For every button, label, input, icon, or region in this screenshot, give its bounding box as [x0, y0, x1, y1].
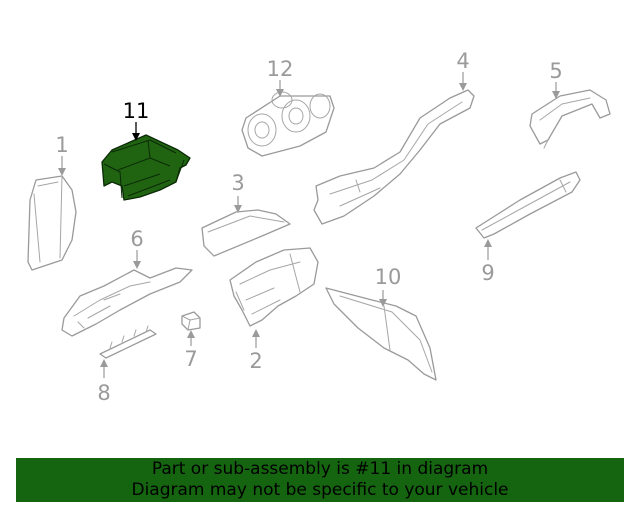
callout-5[interactable]: 5: [549, 59, 562, 83]
callout-3[interactable]: 3: [231, 171, 244, 195]
part-8[interactable]: [99, 325, 157, 359]
callout-6[interactable]: 6: [130, 227, 143, 251]
callout-11[interactable]: 11: [123, 99, 150, 123]
banner-line-2: Diagram may not be specific to your vehi…: [131, 480, 509, 500]
part-5[interactable]: [529, 89, 611, 149]
leader-1: [58, 156, 66, 176]
part-6[interactable]: [61, 267, 193, 337]
part-11[interactable]: [101, 134, 191, 201]
leader-6: [133, 250, 141, 269]
callout-10[interactable]: 10: [375, 265, 402, 289]
callout-2[interactable]: 2: [249, 349, 262, 373]
part-2[interactable]: [229, 247, 319, 327]
leader-10: [379, 290, 387, 307]
leader-12: [276, 80, 284, 97]
part-9[interactable]: [475, 171, 581, 239]
leader-4: [459, 72, 467, 91]
part-3[interactable]: [201, 209, 291, 257]
callout-7[interactable]: 7: [184, 347, 197, 371]
part-4[interactable]: [313, 89, 475, 225]
callout-1[interactable]: 1: [55, 133, 68, 157]
leader-11: [132, 122, 140, 141]
leader-7: [187, 330, 195, 346]
info-banner: Part or sub-assembly is #11 in diagram D…: [16, 458, 624, 502]
callout-4[interactable]: 4: [456, 49, 469, 73]
part-1[interactable]: [27, 175, 77, 271]
banner-line-1: Part or sub-assembly is #11 in diagram: [151, 459, 489, 479]
leader-5: [552, 82, 560, 99]
part-7[interactable]: [181, 311, 201, 331]
leader-9: [484, 239, 492, 260]
leader-8: [100, 359, 108, 378]
leader-2: [252, 329, 260, 348]
part-12[interactable]: [241, 91, 335, 157]
callout-9[interactable]: 9: [481, 261, 494, 285]
leader-3: [234, 196, 242, 213]
part-10[interactable]: [325, 287, 437, 381]
callout-12[interactable]: 12: [267, 57, 294, 81]
callout-8[interactable]: 8: [97, 381, 110, 405]
